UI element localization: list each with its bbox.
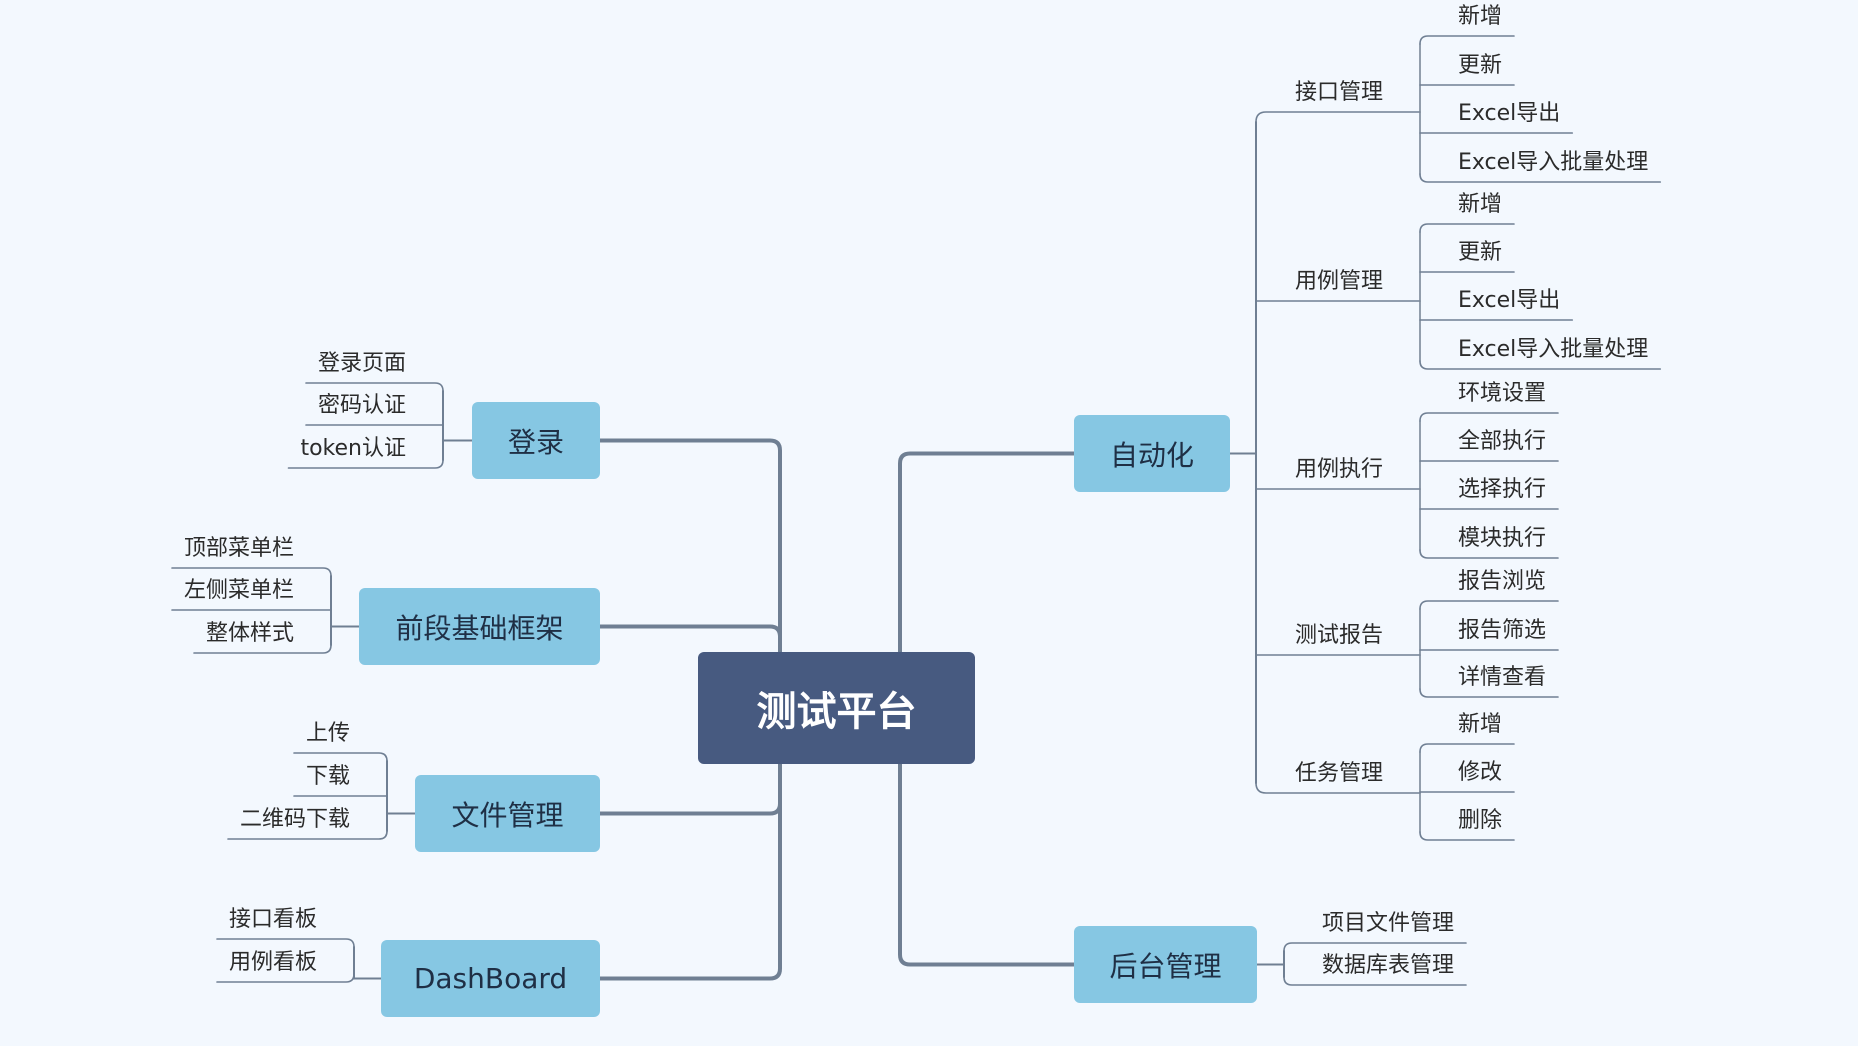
connector-left-1 <box>598 624 782 654</box>
connector-left-0 <box>598 438 782 654</box>
leaf-backend-line-0 <box>1283 942 1467 952</box>
sub-line-0 <box>1255 111 1421 123</box>
branch-node-left-2[interactable]: 文件管理 <box>415 775 600 852</box>
leaf-left-line-2-2 <box>227 830 388 840</box>
leaf-right-2-3[interactable]: 模块执行 <box>1458 526 1547 551</box>
leaf-backend-1[interactable]: 数据库表管理 <box>1322 953 1455 978</box>
sub-branch-2[interactable]: 用例执行 <box>1295 457 1384 482</box>
sub-line-4 <box>1255 782 1421 794</box>
branch-node-right-1[interactable]: 后台管理 <box>1074 926 1257 1003</box>
branch-node-left-0[interactable]: 登录 <box>472 402 600 479</box>
leaf-left-1-0[interactable]: 顶部菜单栏 <box>183 536 294 561</box>
leaf-right-3-2[interactable]: 详情查看 <box>1458 665 1547 690</box>
leaf-left-line-1-0 <box>171 567 332 577</box>
leaf-right-line-3-2 <box>1419 688 1559 698</box>
leaf-left-3-0[interactable]: 接口看板 <box>228 907 317 932</box>
leaf-right-4-0[interactable]: 新增 <box>1458 712 1503 737</box>
leaf-right-1-2[interactable]: Excel导出 <box>1458 288 1561 313</box>
leaf-left-line-0-2 <box>287 459 444 469</box>
leaf-right-3-0[interactable]: 报告浏览 <box>1458 569 1547 594</box>
root-node[interactable]: 测试平台 <box>698 652 975 764</box>
branch-node-left-1[interactable]: 前段基础框架 <box>359 588 600 665</box>
leaf-left-1-1[interactable]: 左侧菜单栏 <box>183 578 294 603</box>
leaf-left-line-0-0 <box>305 382 444 392</box>
leaf-right-line-1-0 <box>1419 223 1515 233</box>
leaf-right-0-3[interactable]: Excel导入批量处理 <box>1458 150 1649 175</box>
leaf-backend-0[interactable]: 项目文件管理 <box>1322 911 1455 936</box>
leaf-left-0-1[interactable]: 密码认证 <box>317 393 406 418</box>
branch-node-right-0-label: 自动化 <box>1109 438 1194 472</box>
leaf-right-2-1[interactable]: 全部执行 <box>1458 429 1547 454</box>
leaf-right-3-1[interactable]: 报告筛选 <box>1458 618 1547 643</box>
leaf-backend-line-1 <box>1283 976 1467 986</box>
branch-node-left-3-label: DashBoard <box>413 962 568 995</box>
sub-branch-0[interactable]: 接口管理 <box>1295 80 1384 105</box>
sub-branch-3[interactable]: 测试报告 <box>1295 623 1384 648</box>
leaf-right-1-0[interactable]: 新增 <box>1458 192 1503 217</box>
connector-left-2 <box>598 762 782 816</box>
leaf-left-1-2[interactable]: 整体样式 <box>205 621 294 646</box>
leaf-right-line-4-0 <box>1419 743 1515 753</box>
leaf-right-line-0-3 <box>1419 173 1662 183</box>
sub-branch-4[interactable]: 任务管理 <box>1295 761 1384 786</box>
leaf-left-0-0[interactable]: 登录页面 <box>317 351 406 376</box>
leaf-right-line-2-0 <box>1419 412 1559 422</box>
leaf-left-line-3-0 <box>216 938 355 948</box>
leaf-right-4-2[interactable]: 删除 <box>1458 808 1503 833</box>
leaf-right-1-3[interactable]: Excel导入批量处理 <box>1458 337 1649 362</box>
leaf-right-0-1[interactable]: 更新 <box>1458 53 1503 78</box>
branch-node-left-3[interactable]: DashBoard <box>381 940 600 1017</box>
connector-right-1 <box>898 762 1076 967</box>
branch-node-right-1-label: 后台管理 <box>1109 949 1222 983</box>
sub-branch-1[interactable]: 用例管理 <box>1295 269 1384 294</box>
leaf-left-line-3-1 <box>216 973 355 983</box>
root-node-label: 测试平台 <box>756 689 917 735</box>
branch-node-left-2-label: 文件管理 <box>451 798 564 832</box>
leaf-left-2-1[interactable]: 下载 <box>305 764 350 789</box>
leaf-right-0-0[interactable]: 新增 <box>1458 4 1503 29</box>
leaf-right-0-2[interactable]: Excel导出 <box>1458 101 1561 126</box>
connector-right-0 <box>898 451 1076 654</box>
branch-node-left-1-label: 前段基础框架 <box>395 611 564 645</box>
leaf-right-4-1[interactable]: 修改 <box>1458 760 1503 785</box>
leaf-right-line-3-0 <box>1419 600 1559 610</box>
connector-left-3 <box>598 762 782 981</box>
leaf-right-2-2[interactable]: 选择执行 <box>1458 477 1547 502</box>
leaf-right-line-0-0 <box>1419 35 1515 45</box>
leaf-left-3-1[interactable]: 用例看板 <box>228 950 317 975</box>
leaf-right-line-1-3 <box>1419 360 1662 370</box>
leaf-left-0-2[interactable]: token认证 <box>300 436 406 461</box>
leaf-left-2-0[interactable]: 上传 <box>305 721 350 746</box>
leaf-left-line-1-2 <box>193 644 332 654</box>
leaf-right-line-2-3 <box>1419 549 1559 559</box>
leaf-left-line-2-0 <box>293 752 388 762</box>
leaf-right-2-0[interactable]: 环境设置 <box>1458 381 1547 406</box>
leaf-right-1-1[interactable]: 更新 <box>1458 240 1503 265</box>
branch-node-left-0-label: 登录 <box>507 425 564 459</box>
branch-node-right-0[interactable]: 自动化 <box>1074 415 1230 492</box>
leaf-left-2-2[interactable]: 二维码下载 <box>239 807 350 832</box>
leaf-right-line-4-2 <box>1419 831 1515 841</box>
